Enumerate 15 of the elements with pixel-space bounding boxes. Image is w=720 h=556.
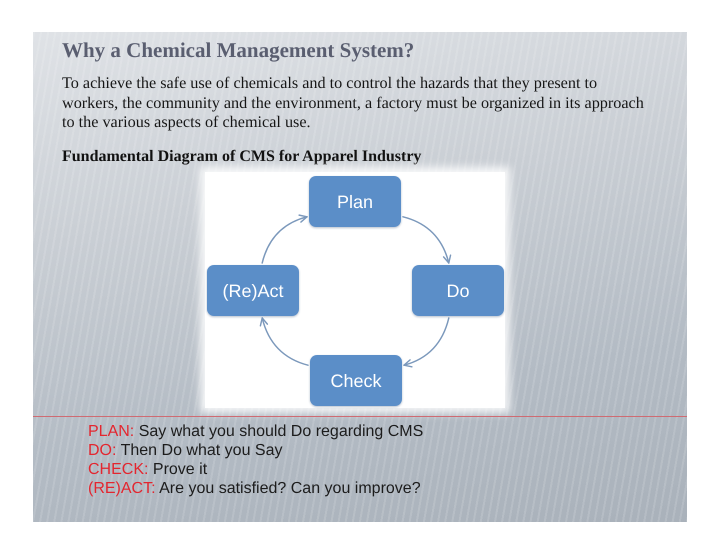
intro-paragraph: To achieve the safe use of chemicals and to control the hazards that they present to workers, the community and the environment, a factory must be organized in its approach to the various aspects of chemical use.: [62, 74, 645, 132]
definition-line: DO: Then Do what you Say: [88, 441, 282, 460]
definition-line: PLAN: Say what you should Do regarding CMS: [88, 422, 424, 441]
step-box: (Re)Act: [207, 265, 299, 316]
diagram-heading: Fundamental Diagram of CMS for Apparel Industry: [62, 147, 422, 167]
definition-line: (RE)ACT: Are you satisfied? Can you improve?: [88, 479, 421, 498]
definition-line: CHECK: Prove it: [88, 460, 208, 479]
cycle-arrow: [261, 214, 308, 264]
cycle-arrow: [402, 216, 451, 264]
step-box: Check: [310, 355, 402, 406]
cycle-arrow: [403, 317, 450, 368]
step-box: Do: [412, 265, 504, 316]
slide-title: Why a Chemical Management System?: [62, 37, 414, 63]
cycle-arrow: [260, 317, 309, 366]
step-box: Plan: [309, 176, 401, 227]
